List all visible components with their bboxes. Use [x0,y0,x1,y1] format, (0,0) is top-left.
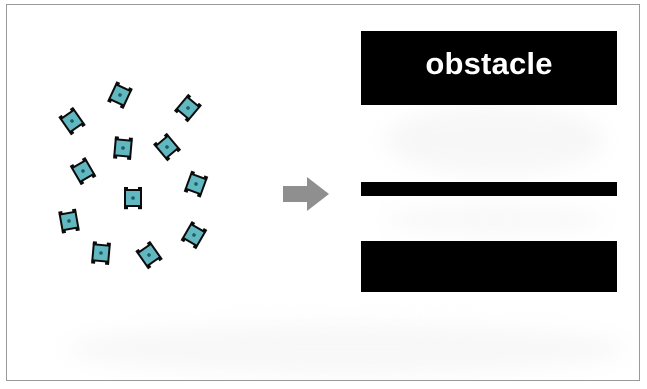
robot-icon [58,106,86,136]
robot-icon [107,81,133,109]
robot-icon [58,208,80,234]
obstacle-label: obstacle [425,46,553,81]
obstacle-block-bottom [361,241,617,292]
arrow-shape [283,177,329,211]
robot-icon [173,93,202,123]
robot-icon [91,241,111,265]
robot-icon [135,240,163,270]
robot-icon [124,187,142,210]
robot-icon [113,136,133,160]
robot-icon [183,170,209,198]
robot-icon [153,132,182,162]
right-arrow-icon [283,177,329,211]
obstacle-block-middle [361,182,617,196]
obstacle-block-top: obstacle [361,31,617,105]
robot-icon [69,156,97,186]
robot-icon [180,220,208,250]
